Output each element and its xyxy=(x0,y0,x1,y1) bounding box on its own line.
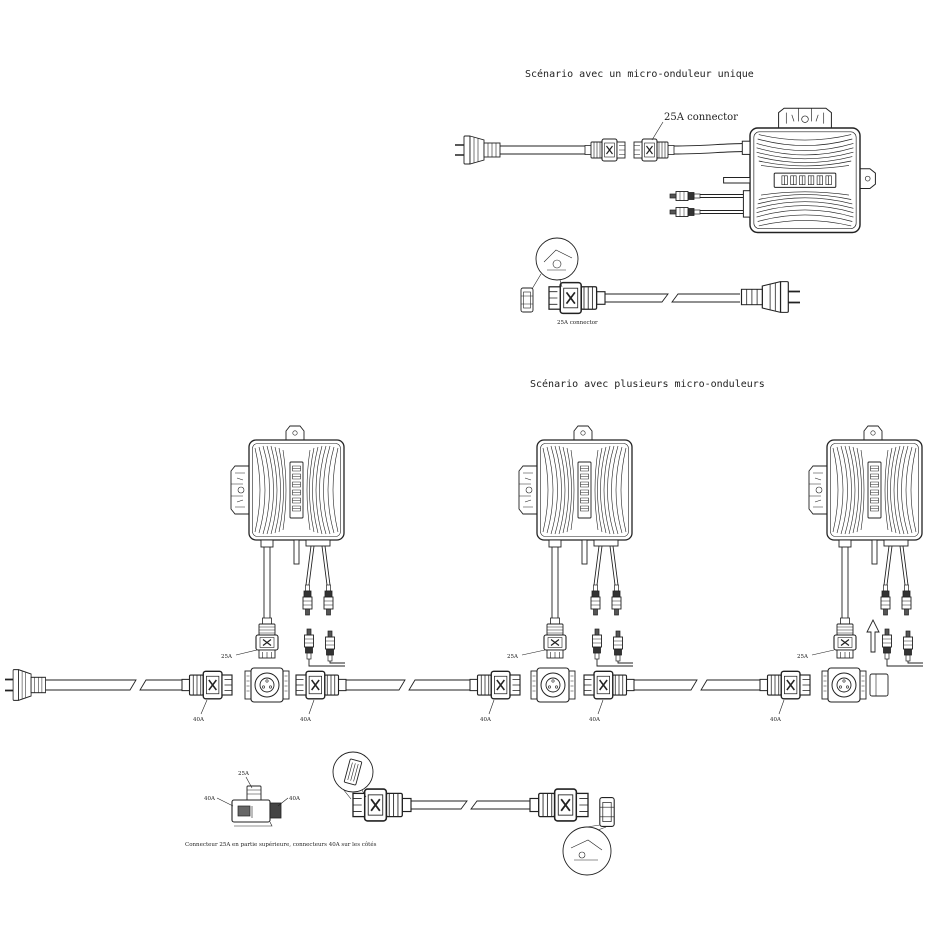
schuko-plug xyxy=(4,668,47,702)
ac-label-3: 25A xyxy=(797,654,809,660)
connector-25a xyxy=(352,788,412,822)
schuko-plug xyxy=(454,135,501,165)
tee-socket-3 xyxy=(821,667,867,703)
connector-25a xyxy=(529,788,589,822)
micro-inverter-2 xyxy=(519,426,633,666)
extension-cable-detail xyxy=(332,751,615,876)
trunk-label-5: 40A xyxy=(770,717,782,723)
detail-right-label: 40A xyxy=(289,796,301,802)
trunk-label-2: 40A xyxy=(300,717,312,723)
dc-cables xyxy=(700,194,744,214)
magnifier-circle xyxy=(535,237,579,281)
ac-connector-25a-3 xyxy=(833,617,857,659)
micro-inverter-3 xyxy=(809,426,923,666)
ac-label-1: 25A xyxy=(221,654,233,660)
micro-inverter-1 xyxy=(231,426,345,666)
trunk-label-4: 40A xyxy=(589,717,601,723)
schuko-plug xyxy=(740,280,802,314)
trunk-label-1: 40A xyxy=(193,717,205,723)
label-leader xyxy=(651,121,664,141)
label-leaders xyxy=(235,649,835,656)
trunk-connector-40a-2 xyxy=(295,670,347,700)
connector-cap xyxy=(520,287,534,313)
scenario-single: Scénario avec un micro-onduleur unique 2… xyxy=(454,68,877,326)
connector-25a-male xyxy=(584,138,626,162)
tee-socket-1 xyxy=(244,667,290,703)
scenario-multiple-title: Scénario avec plusieurs micro-onduleurs xyxy=(530,378,765,390)
end-cap xyxy=(869,673,889,697)
magnifier-circle xyxy=(562,826,612,876)
tee-socket-2 xyxy=(530,667,576,703)
connector-detail: 25A connector xyxy=(520,237,802,326)
connector-25a-female xyxy=(633,138,675,162)
ac-cable-plug-side xyxy=(500,145,585,155)
trunk-cable-segment xyxy=(45,679,182,691)
cable-with-break xyxy=(411,800,530,810)
trunk-cable-segment xyxy=(634,679,760,691)
trunk-connector-40a-1 xyxy=(181,670,233,700)
ac-cable-inverter-side xyxy=(673,143,744,155)
ac-connector-25a-1 xyxy=(255,617,279,659)
detail-top-label: 25A xyxy=(238,771,250,777)
ac-connector-25a-2 xyxy=(543,617,567,659)
trunk-connector-40a-4 xyxy=(583,670,635,700)
trunk-label-3: 40A xyxy=(480,717,492,723)
arrow-up-icon xyxy=(866,618,880,653)
micro-inverter xyxy=(722,107,877,234)
ac-label-2: 25A xyxy=(507,654,519,660)
tee-connector-detail: 40A 25A 40A Connecteur 25A en partie sup… xyxy=(185,771,377,848)
trunk-connector-40a-5 xyxy=(759,670,811,700)
connector-label: 25A connector xyxy=(664,112,738,123)
detail-connector-label: 25A connector xyxy=(557,320,598,326)
trunk-connector-40a-3 xyxy=(469,670,521,700)
connector-25a xyxy=(548,281,606,315)
detail-left-label: 40A xyxy=(204,796,216,802)
trunk-cable-segment xyxy=(346,679,470,691)
mc4-connector xyxy=(669,191,701,201)
scenario-multiple: Scénario avec plusieurs micro-onduleurs … xyxy=(4,378,923,876)
mc4-connector xyxy=(669,207,701,217)
scenario-single-title: Scénario avec un micro-onduleur unique xyxy=(525,68,754,80)
label-leaders xyxy=(200,699,785,715)
cable-with-break xyxy=(605,293,740,303)
detail-caption: Connecteur 25A en partie supérieure, con… xyxy=(185,841,377,848)
connector-cap xyxy=(599,797,615,827)
